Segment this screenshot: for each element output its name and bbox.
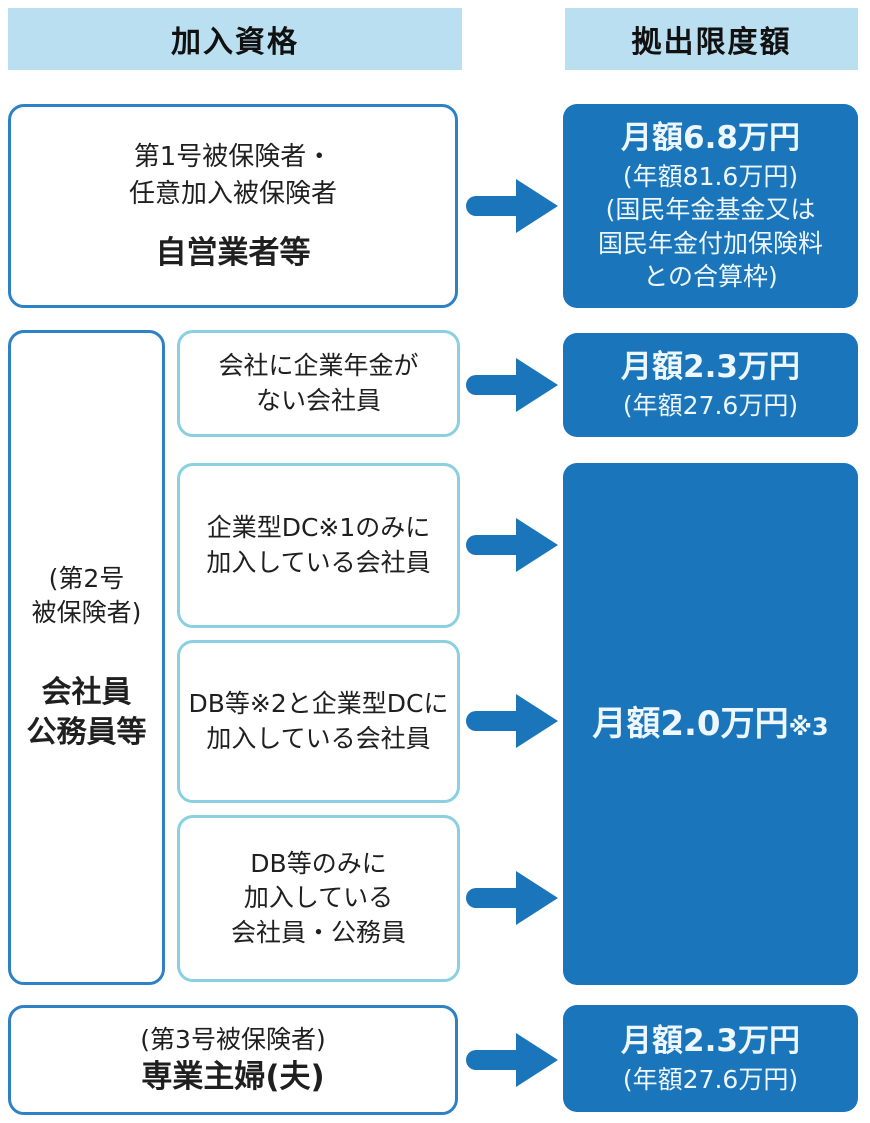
arrow-icon xyxy=(466,179,558,233)
limit-note: (年額81.6万円) xyxy=(622,161,799,191)
limit-amount: 月額2.3万円 xyxy=(621,1022,800,1059)
limit-box-self-employed: 月額6.8万円 (年額81.6万円) (国民年金基金又は 国民年金付加保険料 と… xyxy=(563,104,858,308)
group-title: 会社員 公務員等 xyxy=(27,673,147,754)
member-line: 会社に企業年金が xyxy=(218,351,419,380)
arrow-icon xyxy=(466,358,558,412)
member-box-db-and-dc: DB等※2と企業型DCに 加入している会社員 xyxy=(177,640,460,803)
member-line: 企業型DC※1のみに xyxy=(206,513,431,542)
arrow-icon xyxy=(466,871,558,925)
limit-amount: 月額2.3万円 xyxy=(621,349,800,386)
arrow-icon xyxy=(466,518,558,572)
member-line: ない会社員 xyxy=(255,385,381,415)
member-line: 加入している会社員 xyxy=(206,723,431,753)
limit-amount: 月額2.0万円 xyxy=(592,703,789,744)
category-box-self-employed: 第1号被保険者・ 任意加入被保険者 自営業者等 xyxy=(8,104,458,308)
category-box-homemaker: (第3号被保険者) 専業主婦(夫) xyxy=(8,1005,458,1115)
header-contribution-limit: 拠出限度額 xyxy=(565,8,858,70)
member-line: 会社員・公務員 xyxy=(230,917,406,947)
limit-note: (国民年金基金又は xyxy=(605,195,816,225)
limit-box-shared-employees: 月額2.0万円※3 xyxy=(563,463,858,985)
member-line: 加入している xyxy=(243,883,394,913)
arrow-icon xyxy=(466,1033,558,1087)
group-title-line: 公務員等 xyxy=(26,715,147,750)
category-title: 専業主婦(夫) xyxy=(141,1059,325,1096)
category-title: 自営業者等 xyxy=(155,234,311,271)
member-line: DB等※2と企業型DCに xyxy=(188,689,449,718)
limit-box-homemaker: 月額2.3万円 (年額27.6万円) xyxy=(563,1005,858,1112)
group-title-line: 会社員 xyxy=(41,674,132,710)
member-line: DB等のみに xyxy=(250,848,387,878)
member-line: 加入している会社員 xyxy=(206,547,431,577)
limit-note: (年額27.6万円) xyxy=(622,1064,799,1094)
limit-note: (年額27.6万円) xyxy=(622,391,799,421)
header-eligibility: 加入資格 xyxy=(8,8,462,70)
limit-amount: 月額6.8万円 xyxy=(621,120,800,157)
category-line: 任意加入被保険者 xyxy=(128,178,337,209)
limit-amount-row: 月額2.0万円※3 xyxy=(592,702,828,746)
category-line: 第1号被保険者・ xyxy=(133,141,333,172)
member-box-dc-only: 企業型DC※1のみに 加入している会社員 xyxy=(177,463,460,628)
group-label-line: 被保険者) xyxy=(31,598,142,627)
limit-box-no-corporate-pension: 月額2.3万円 (年額27.6万円) xyxy=(563,333,858,437)
limit-note: 国民年金付加保険料 xyxy=(597,228,823,258)
category-line: (第3号被保険者) xyxy=(140,1024,326,1054)
group-box-employees: (第2号 被保険者) 会社員 公務員等 xyxy=(8,330,165,985)
limit-footnote-marker: ※3 xyxy=(788,712,829,741)
group-label-line: (第2号 xyxy=(48,563,125,593)
limit-note: との合算枠) xyxy=(643,262,778,292)
member-box-db-only: DB等のみに 加入している 会社員・公務員 xyxy=(177,815,460,982)
member-box-no-corporate-pension: 会社に企業年金が ない会社員 xyxy=(177,330,460,437)
arrow-icon xyxy=(466,694,558,748)
